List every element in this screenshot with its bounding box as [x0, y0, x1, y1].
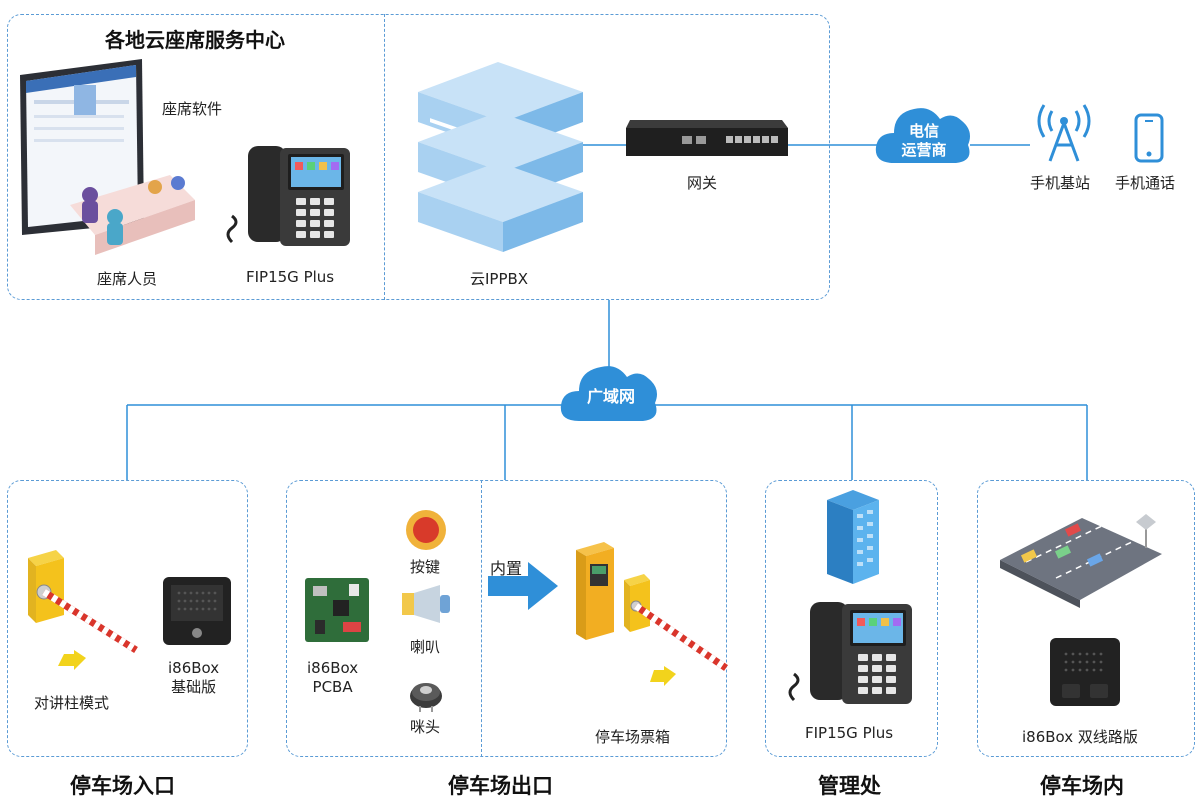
gateway-label: 网关 [687, 174, 718, 192]
parking-lot-icon [1000, 514, 1162, 608]
ip-phone-icon [226, 146, 350, 246]
management-box [765, 480, 938, 757]
phone-model-label: FIP15G Plus [246, 268, 335, 286]
entrance-device-line1: i86Box [168, 659, 220, 677]
pcba-line2: PCBA [312, 678, 353, 696]
wan-cloud-icon [560, 366, 657, 421]
exit-box-divider [481, 480, 482, 757]
mobile-call-label: 手机通话 [1115, 174, 1176, 192]
ticket-box-icon [576, 542, 728, 671]
cloud-pbx-label: 云IPPBX [470, 270, 529, 288]
i86box-basic-device [163, 577, 231, 645]
barrier-gate-icon [28, 550, 138, 653]
cell-tower-icon [1037, 104, 1091, 162]
exit-box [286, 480, 727, 757]
seat-software-monitor [20, 59, 144, 235]
gateway-icon [626, 120, 788, 156]
office-building-icon [827, 490, 879, 584]
builtin-arrow-icon [488, 562, 558, 610]
top-box-divider [384, 14, 385, 300]
speaker-icon [402, 585, 450, 623]
pcba-label: i86Box PCBA [307, 659, 358, 697]
wan-label: 广域网 [586, 387, 635, 406]
carrier-line1: 电信 [908, 122, 939, 140]
inside-box [977, 480, 1195, 757]
seat-staff-label: 座席人员 [97, 270, 158, 288]
intercom-mode-label: 对讲柱模式 [34, 694, 110, 712]
pcba-board-icon [305, 578, 369, 642]
carrier-cloud-label: 电信 运营商 [886, 122, 962, 160]
management-title: 管理处 [818, 774, 881, 798]
exit-direction-arrow-icon [650, 666, 676, 686]
mobile-phone-icon [1134, 113, 1164, 163]
seat-software-label: 座席软件 [162, 100, 223, 118]
server-stack-icon [418, 62, 583, 252]
inside-title: 停车场内 [1040, 774, 1124, 798]
seat-staff-illustration [70, 175, 195, 255]
mic-label: 咪头 [410, 718, 441, 736]
button-icon [406, 510, 446, 550]
i86box-dual-line-device [1050, 638, 1120, 706]
direction-arrow-icon [58, 650, 86, 670]
microphone-icon [410, 683, 442, 712]
inside-device-label: i86Box 双线路版 [1022, 728, 1138, 746]
entrance-device-line2: 基础版 [171, 678, 217, 696]
entrance-device-label: i86Box 基础版 [168, 659, 219, 697]
speaker-label: 喇叭 [410, 638, 441, 656]
base-station-label: 手机基站 [1030, 174, 1091, 192]
builtin-label: 内置 [490, 559, 523, 578]
cloud-seat-center-box [7, 14, 830, 300]
entrance-box [7, 480, 248, 757]
entrance-title: 停车场入口 [70, 774, 175, 798]
button-label: 按键 [410, 558, 441, 576]
exit-title: 停车场出口 [448, 774, 553, 798]
management-ip-phone-icon [788, 602, 912, 704]
management-phone-label: FIP15G Plus [805, 724, 894, 742]
center-title: 各地云座席服务中心 [105, 28, 285, 52]
carrier-line2: 运营商 [901, 141, 947, 159]
carrier-cloud-icon [875, 108, 970, 163]
pcba-line1: i86Box [307, 659, 359, 677]
ticket-box-label: 停车场票箱 [595, 728, 671, 746]
